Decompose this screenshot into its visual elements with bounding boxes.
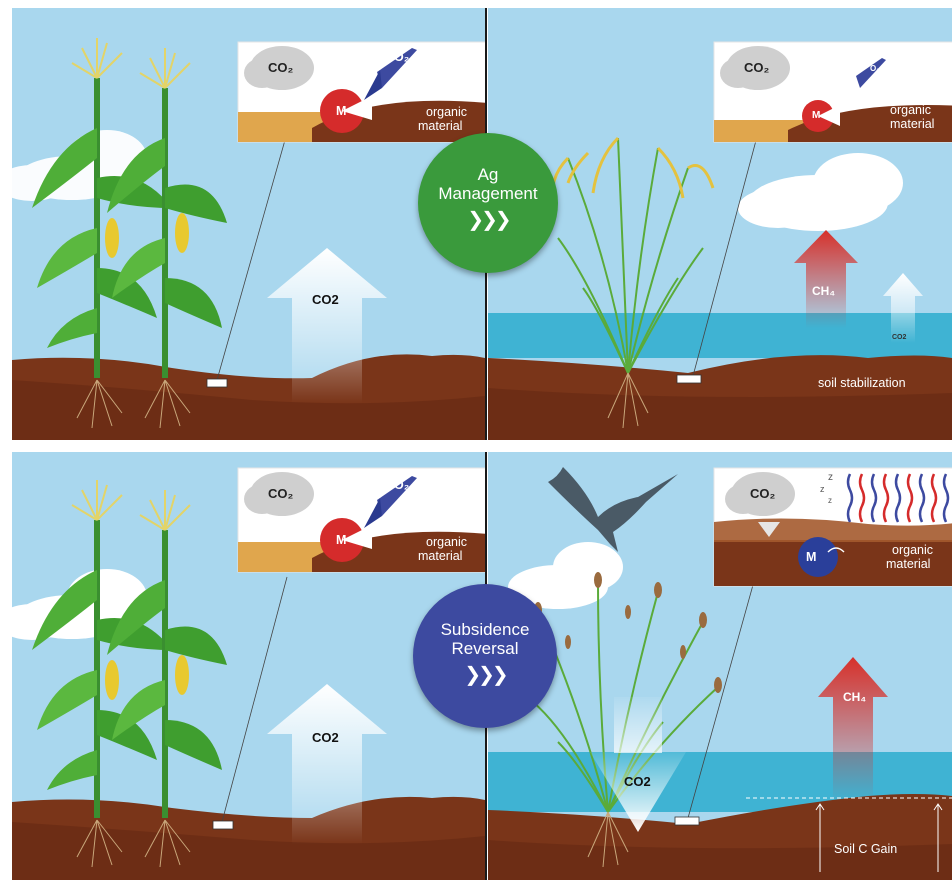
o2-arrow: [377, 48, 417, 88]
microbe-dormant: [798, 537, 838, 577]
inset-box: [713, 467, 952, 587]
subsidence-reversal-badge: Subsidence Reversal ❯❯❯: [413, 584, 557, 728]
inset-material-label-line2: material: [418, 119, 463, 133]
inset-box: [713, 41, 952, 143]
ch4-arrow-label: CH₄: [812, 284, 836, 298]
ch4-up-arrow: [794, 230, 858, 328]
ag-badge-line2: Management: [438, 184, 538, 203]
zoom-line: [692, 132, 759, 377]
inset-microbe-label: M: [812, 110, 821, 121]
inset-material-label-line2: material: [890, 117, 935, 131]
co2-arrow-label: CO2: [312, 730, 339, 745]
ch4-up-arrow: [818, 657, 888, 802]
corn-field-scene: [12, 467, 485, 880]
ch4-arrow-label: CH₄: [843, 690, 867, 704]
inset-material-label-line1: organic: [890, 103, 931, 117]
sleep-z-label-1: z: [828, 472, 833, 483]
subsidence-badge-line2: Reversal: [451, 639, 519, 658]
inset-microbe-label: M: [336, 533, 347, 547]
zoom-line: [216, 132, 288, 381]
soil-sample-marker: [676, 374, 702, 384]
co2-up-arrow: [267, 248, 387, 403]
corn-plant-right: [107, 48, 227, 429]
co2-down-arrow: [590, 752, 686, 832]
water-wave-lines: [846, 473, 950, 523]
co2-down-arrow-label: CO2: [624, 774, 651, 789]
chevron-right-icon: ❯❯❯: [467, 209, 511, 231]
panel-top-right-rice: CO₂ O₂ M organic material CH₄ CO2 soil s…: [488, 8, 952, 440]
rice-plant: [557, 137, 704, 374]
inset-o2-label: O₂: [394, 50, 410, 64]
flood-water: [488, 313, 952, 358]
sleep-z-label-3: z: [828, 496, 832, 505]
inset-material-label-line2: material: [418, 549, 463, 563]
inset-material-label-line1: organic: [892, 543, 933, 557]
inset-box: [237, 41, 485, 143]
soil-sample-marker: [206, 378, 228, 388]
co2-small-arrow-label: CO2: [892, 334, 907, 341]
inset-box: [237, 467, 485, 573]
soil-sample-marker: [674, 816, 700, 826]
inset-material-label-line1: organic: [426, 535, 467, 549]
o2-arrow: [377, 476, 417, 516]
inset-co2-label: CO₂: [268, 486, 294, 501]
soil-sample-marker: [212, 820, 234, 830]
zoom-line: [687, 566, 759, 819]
inset-o2-label: O₂: [394, 478, 410, 492]
sleep-z-label-2: z: [820, 484, 825, 494]
subsidence-badge-line1: Subsidence: [440, 620, 530, 639]
soil-c-gain-label: Soil C Gain: [834, 842, 898, 856]
o2-arrow-small: [856, 58, 886, 88]
corn-field-scene: [12, 38, 485, 440]
inset-material-label-line1: organic: [426, 105, 467, 119]
soil-stabilization-label: soil stabilization: [818, 376, 906, 390]
panel-bottom-right-wetland: CO₂ z z z M organic material CH₄ CO2 Soi…: [488, 452, 952, 880]
inset-o2-label: O₂: [870, 64, 880, 73]
co2-down-small-arrow: [758, 522, 780, 537]
panel-bottom-left-corn: CO₂ O₂ M organic material CO2: [12, 452, 485, 880]
ag-management-badge: Ag Management ❯❯❯: [418, 133, 558, 273]
rice-grain-heads: [550, 136, 715, 209]
background-cloud: [738, 153, 903, 231]
inset-material-label-line2: material: [886, 557, 931, 571]
co2-up-arrow: [267, 684, 387, 844]
inset-microbe-label: M: [806, 550, 817, 564]
co2-arrow-label: CO2: [312, 292, 339, 307]
corn-plant-left: [32, 38, 172, 429]
chevron-right-icon: ❯❯❯: [464, 664, 508, 686]
co2-small-up-arrow: [883, 273, 923, 343]
inset-co2-label: CO₂: [750, 486, 776, 501]
inset-co2-label: CO₂: [268, 60, 294, 75]
wetland-scene: [488, 467, 952, 880]
panel-top-left-corn: CO₂ O₂ M organic material CO2: [12, 8, 485, 440]
corn-plant-right: [107, 490, 227, 868]
inset-microbe-label: M: [336, 104, 347, 118]
heron-bird: [548, 467, 678, 552]
rice-paddy-scene: [488, 41, 952, 440]
soil-gain-arrows: [815, 803, 943, 872]
ag-badge-line1: Ag: [477, 165, 499, 184]
inset-co2-label: CO₂: [744, 60, 770, 75]
background-cloud: [508, 542, 623, 609]
zoom-line: [221, 576, 288, 823]
